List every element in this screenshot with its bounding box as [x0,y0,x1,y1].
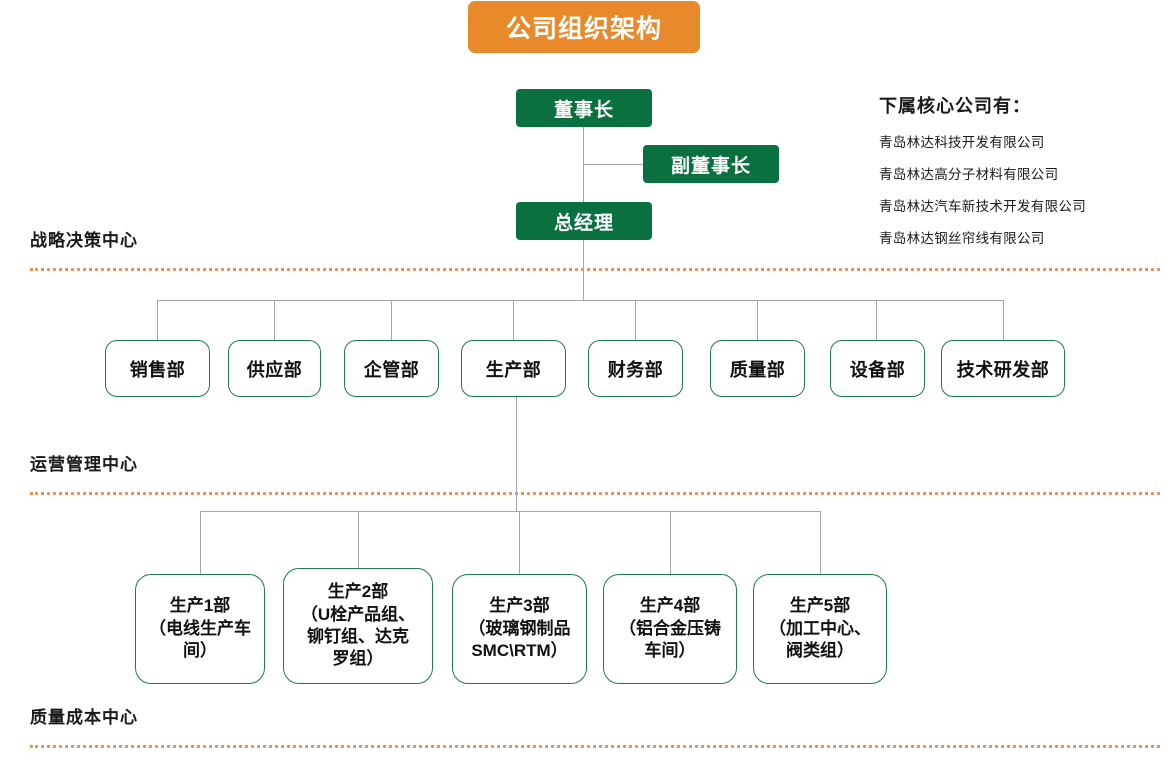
unit1-line1: 生产1部 [169,596,231,616]
production-bus-line [200,511,820,512]
node-production-unit-3[interactable]: 生产3部 （玻璃钢制品 SMC\RTM） [452,574,587,684]
zone-label-strategy: 战略决策中心 [30,231,138,250]
connector-chairman-to-vice [583,164,643,165]
unit4-line3: 车间） [644,641,696,661]
node-vice-chairman[interactable]: 副董事长 [643,145,779,183]
stem-dept-6 [757,300,758,341]
zone-label-operations: 运营管理中心 [30,455,138,474]
stem-dept-2 [274,300,275,341]
stem-unit-4 [670,511,671,574]
unit5-line3: 阀类组） [786,641,854,661]
node-production-unit-4[interactable]: 生产4部 （铝合金压铸 车间） [603,574,737,684]
connector-gm-to-departments [583,240,584,300]
node-dept-rnd[interactable]: 技术研发部 [941,340,1065,397]
node-dept-equipment[interactable]: 设备部 [830,340,925,397]
unit3-line1: 生产3部 [489,596,550,616]
unit3-line2: （玻璃钢制品 [468,618,571,638]
stem-unit-3 [519,511,520,574]
stem-dept-4 [513,300,514,341]
subsidiaries-block: 下属核心公司有： 青岛林达科技开发有限公司 青岛林达高分子材料有限公司 青岛林达… [879,92,1149,259]
node-dept-production[interactable]: 生产部 [461,340,566,397]
node-chairman[interactable]: 董事长 [516,89,652,127]
separator-quality-cost [30,745,1160,748]
page-title: 公司组织架构 [468,1,700,53]
stem-dept-1 [157,300,158,341]
stem-dept-7 [876,300,877,341]
node-dept-sales[interactable]: 销售部 [105,340,210,397]
unit2-line1: 生产2部 [327,582,389,602]
unit2-line3: 铆钉组、达克 [307,627,409,646]
stem-dept-3 [391,300,392,341]
node-dept-enterprise[interactable]: 企管部 [344,340,439,397]
stem-unit-2 [358,511,359,568]
unit1-line3: 间） [183,641,217,661]
subsidiary-item-4: 青岛林达钢丝帘线有限公司 [879,231,1045,246]
node-general-manager[interactable]: 总经理 [516,202,652,240]
node-dept-quality[interactable]: 质量部 [710,340,805,397]
unit2-line2: （U栓产品组、 [300,604,416,624]
node-production-unit-5[interactable]: 生产5部 （加工中心、 阀类组） [753,574,887,684]
separator-strategy [30,268,1160,271]
subsidiaries-heading: 下属核心公司有： [879,96,1031,116]
unit4-line1: 生产4部 [639,596,701,616]
subsidiary-item-2: 青岛林达高分子材料有限公司 [879,167,1059,182]
unit3-line3: SMC\RTM） [471,641,568,661]
subsidiary-item-1: 青岛林达科技开发有限公司 [879,135,1045,150]
node-production-unit-2[interactable]: 生产2部 （U栓产品组、 铆钉组、达克 罗组） [283,568,433,684]
stem-dept-5 [635,300,636,341]
department-bus-line [157,300,1003,301]
node-dept-supply[interactable]: 供应部 [228,340,321,397]
subsidiary-item-3: 青岛林达汽车新技术开发有限公司 [879,199,1086,214]
stem-unit-5 [820,511,821,574]
unit1-line2: （电线生产车 [149,618,251,638]
unit2-line4: 罗组） [332,649,384,669]
node-production-unit-1[interactable]: 生产1部 （电线生产车 间） [135,574,265,684]
unit5-line1: 生产5部 [789,596,851,616]
stem-dept-8 [1003,300,1004,341]
node-dept-finance[interactable]: 财务部 [588,340,683,397]
stem-unit-1 [200,511,201,574]
connector-production-to-units [516,397,517,511]
separator-operations [30,492,1160,495]
zone-label-quality-cost: 质量成本中心 [30,708,138,727]
unit5-line2: （加工中心、 [769,618,871,638]
unit4-line2: （铝合金压铸 [619,618,721,638]
